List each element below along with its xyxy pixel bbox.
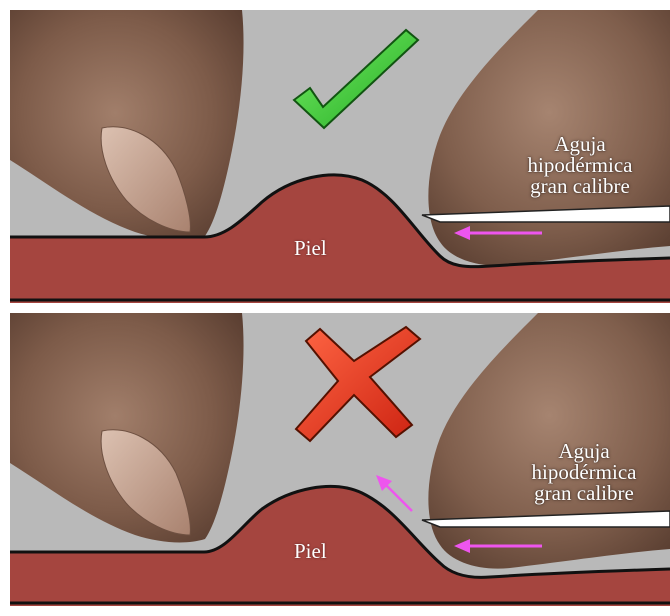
skin-label: Piel	[294, 539, 327, 564]
cross-mark-icon	[296, 327, 420, 441]
needle-label: Aguja hipodérmica gran calibre	[504, 441, 664, 504]
needle-label-line: gran calibre	[504, 483, 664, 504]
check-mark-icon	[294, 30, 418, 128]
needle-label-line: hipodérmica	[500, 155, 660, 176]
panel-correct: Piel Aguja hipodérmica gran calibre	[10, 10, 670, 303]
needle-label-line: gran calibre	[500, 176, 660, 197]
needle-label-line: Aguja	[500, 134, 660, 155]
panel-incorrect: Piel Aguja hipodérmica gran calibre	[10, 313, 670, 606]
needle-label-line: Aguja	[504, 441, 664, 462]
needle-label: Aguja hipodérmica gran calibre	[500, 134, 660, 197]
left-finger	[10, 313, 244, 542]
skin-label: Piel	[294, 236, 327, 261]
needle-label-line: hipodérmica	[504, 462, 664, 483]
left-finger	[10, 10, 244, 239]
